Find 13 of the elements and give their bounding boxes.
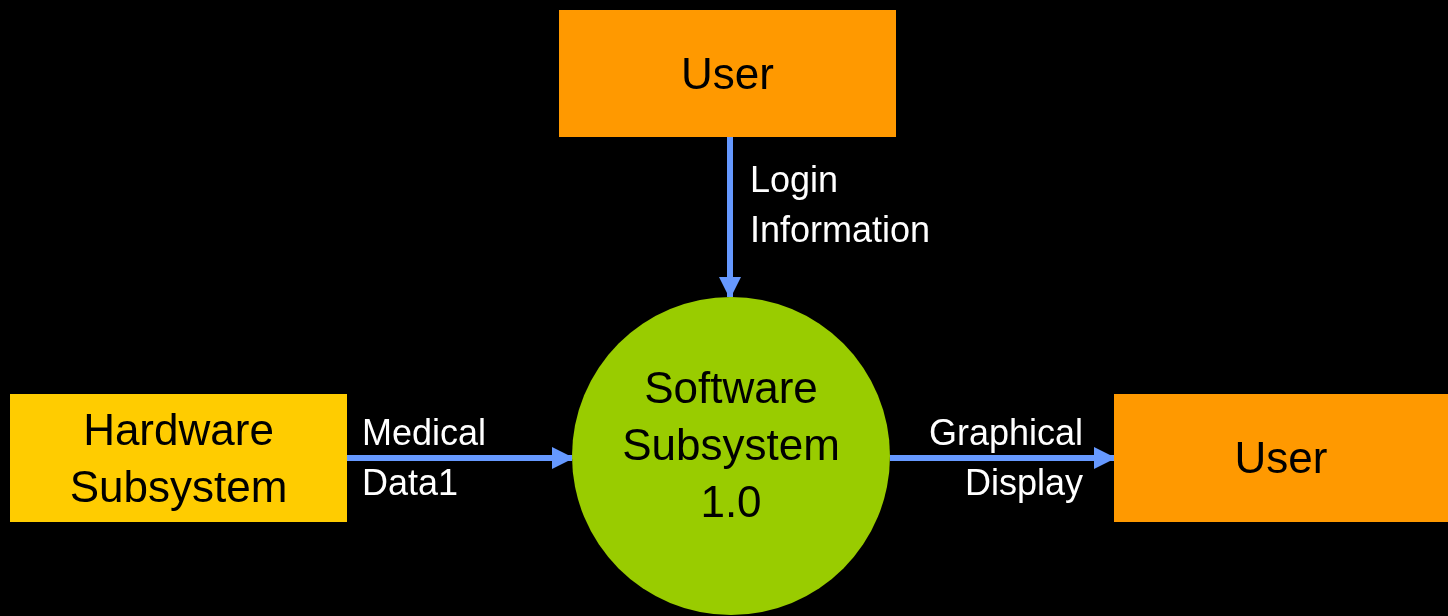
node-label: User bbox=[1234, 432, 1328, 485]
edge-label: Medical Data1 bbox=[362, 411, 488, 506]
node-label: User bbox=[681, 47, 774, 100]
edge-label: Graphical Display bbox=[927, 411, 1083, 506]
node-label: Hardware Subsystem bbox=[68, 403, 289, 513]
arrow bbox=[347, 447, 574, 469]
arrow bbox=[719, 137, 741, 299]
arrow bbox=[890, 447, 1116, 469]
entity-box bbox=[1114, 394, 1448, 522]
entity-box bbox=[10, 394, 347, 522]
node-label: Software Subsystem 1.0 bbox=[621, 362, 841, 529]
edge-label: Login Information bbox=[750, 158, 932, 253]
entity-box bbox=[559, 10, 896, 137]
